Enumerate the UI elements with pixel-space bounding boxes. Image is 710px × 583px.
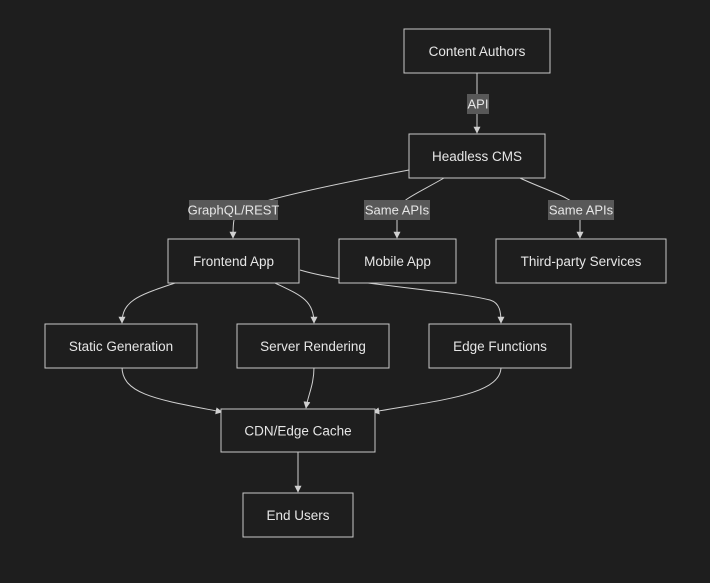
svg-text:End Users: End Users bbox=[266, 508, 329, 523]
svg-text:CDN/Edge Cache: CDN/Edge Cache bbox=[244, 424, 351, 439]
svg-text:Third-party Services: Third-party Services bbox=[521, 254, 642, 269]
edge-frontend-to-server bbox=[274, 282, 318, 324]
edge-label-graphql-rest: GraphQL/REST bbox=[188, 200, 280, 220]
svg-text:GraphQL/REST: GraphQL/REST bbox=[188, 203, 280, 218]
node-server-rendering: Server Rendering bbox=[236, 323, 390, 369]
svg-text:API: API bbox=[468, 97, 489, 112]
node-headless-cms: Headless CMS bbox=[408, 133, 546, 179]
edge-edge-to-cdn bbox=[372, 366, 502, 415]
node-cdn-edge-cache: CDN/Edge Cache bbox=[220, 408, 376, 453]
svg-text:Same APIs: Same APIs bbox=[365, 203, 430, 218]
edge-frontend-to-static bbox=[118, 282, 176, 324]
edge-label-api: API bbox=[467, 94, 489, 114]
edge-server-to-cdn bbox=[303, 366, 315, 409]
node-frontend-app: Frontend App bbox=[167, 238, 300, 284]
svg-text:Server Rendering: Server Rendering bbox=[260, 339, 366, 354]
svg-text:Content Authors: Content Authors bbox=[429, 44, 526, 59]
svg-text:Edge Functions: Edge Functions bbox=[453, 339, 547, 354]
node-third-party-services: Third-party Services bbox=[495, 238, 667, 284]
edge-static-to-cdn bbox=[121, 366, 223, 415]
svg-text:Same APIs: Same APIs bbox=[549, 203, 614, 218]
node-end-users: End Users bbox=[242, 492, 354, 538]
node-mobile-app: Mobile App bbox=[338, 238, 457, 284]
svg-text:Static Generation: Static Generation bbox=[69, 339, 173, 354]
edge-label-same-apis-mobile: Same APIs bbox=[364, 200, 430, 220]
node-content-authors: Content Authors bbox=[403, 28, 551, 74]
node-static-generation: Static Generation bbox=[44, 323, 198, 369]
node-edge-functions: Edge Functions bbox=[428, 323, 572, 369]
edge-label-same-apis-third-party: Same APIs bbox=[548, 200, 614, 220]
svg-text:Mobile App: Mobile App bbox=[364, 254, 431, 269]
svg-text:Headless CMS: Headless CMS bbox=[432, 149, 522, 164]
svg-text:Frontend App: Frontend App bbox=[193, 254, 274, 269]
